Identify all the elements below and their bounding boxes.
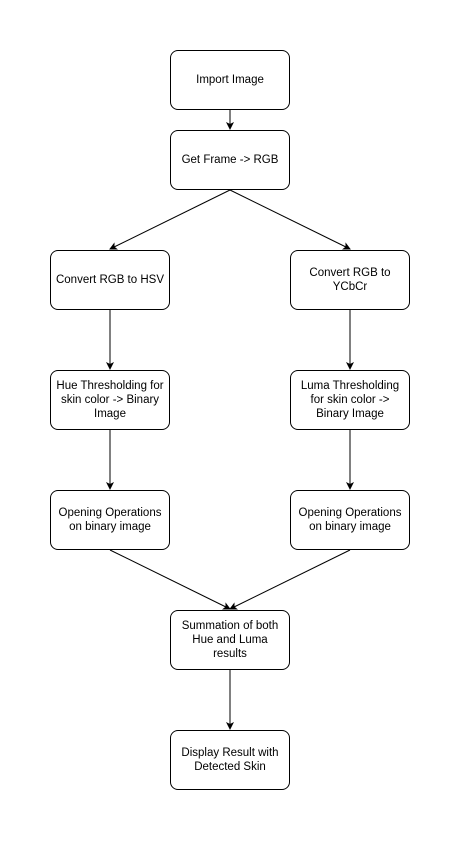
node-opening-right: Opening Operations on binary image [290,490,410,550]
node-summation-label: Summation of both Hue and Luma results [181,620,279,660]
node-luma-threshold-label: Luma Thresholding for skin color -> Bina… [300,380,400,420]
node-convert-hsv-label: Convert RGB to HSV [55,274,164,286]
node-summation: Summation of both Hue and Luma results [170,610,290,670]
node-hue-threshold-label: Hue Thresholding for skin color -> Binar… [56,380,164,420]
node-opening-left: Opening Operations on binary image [50,490,170,550]
node-convert-hsv: Convert RGB to HSV [50,250,170,310]
node-convert-ycbcr: Convert RGB to YCbCr [290,250,410,310]
edge-get-frame-to-convert-ycbcr [229,189,351,250]
node-opening-left-label: Opening Operations on binary image [58,507,162,533]
node-opening-right-label: Opening Operations on binary image [298,507,402,533]
node-hue-threshold: Hue Thresholding for skin color -> Binar… [50,370,170,430]
node-convert-ycbcr-label: Convert RGB to YCbCr [309,267,391,293]
node-import-image: Import Image [170,50,290,110]
edge-opening-left-to-summation [109,549,231,610]
edge-get-frame-to-convert-hsv [109,189,231,250]
node-display-result: Display Result with Detected Skin [170,730,290,790]
node-display-result-label: Display Result with Detected Skin [181,747,279,773]
edge-opening-right-to-summation [229,549,351,610]
node-get-frame: Get Frame -> RGB [170,130,290,190]
node-import-image-label: Import Image [196,74,264,86]
node-get-frame-label: Get Frame -> RGB [181,154,279,166]
node-luma-threshold: Luma Thresholding for skin color -> Bina… [290,370,410,430]
